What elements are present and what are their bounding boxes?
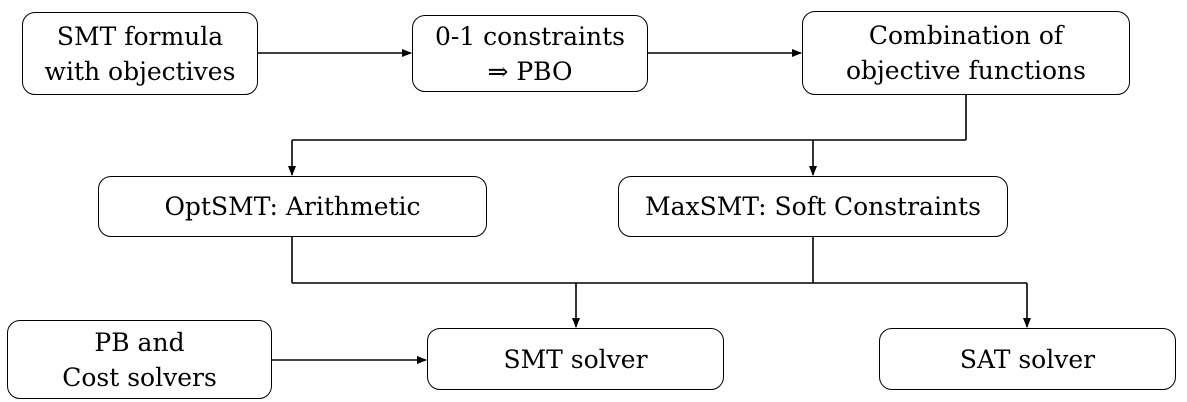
node-smt-formula-line-2: with objectives bbox=[44, 56, 236, 86]
node-pb-cost-solvers-line-1: PB and bbox=[94, 327, 185, 357]
node-combination-line-2: objective functions bbox=[846, 56, 1086, 85]
node-smt-solver: SMT solver bbox=[427, 328, 724, 390]
node-01-constraints: 0-1 constraints ⇒ PBO bbox=[412, 15, 648, 92]
node-maxsmt: MaxSMT: Soft Constraints bbox=[618, 176, 1008, 237]
node-pb-cost-solvers: PB and Cost solvers bbox=[7, 320, 272, 399]
node-maxsmt-label: MaxSMT: Soft Constraints bbox=[645, 192, 981, 221]
node-optsmt-label: OptSMT: Arithmetic bbox=[164, 192, 421, 221]
node-smt-formula: SMT formula with objectives bbox=[22, 12, 258, 95]
node-sat-solver-label: SAT solver bbox=[959, 344, 1096, 374]
node-01-constraints-line-2: ⇒ PBO bbox=[487, 56, 573, 86]
node-pb-cost-solvers-line-2: Cost solvers bbox=[62, 362, 217, 392]
node-combination: Combination of objective functions bbox=[802, 11, 1130, 95]
node-combination-line-1: Combination of bbox=[868, 21, 1064, 50]
node-01-constraints-line-1: 0-1 constraints bbox=[434, 21, 626, 51]
node-optsmt: OptSMT: Arithmetic bbox=[98, 176, 487, 237]
node-smt-formula-line-1: SMT formula bbox=[56, 21, 224, 51]
node-smt-solver-label: SMT solver bbox=[503, 344, 648, 374]
node-sat-solver: SAT solver bbox=[879, 328, 1176, 390]
